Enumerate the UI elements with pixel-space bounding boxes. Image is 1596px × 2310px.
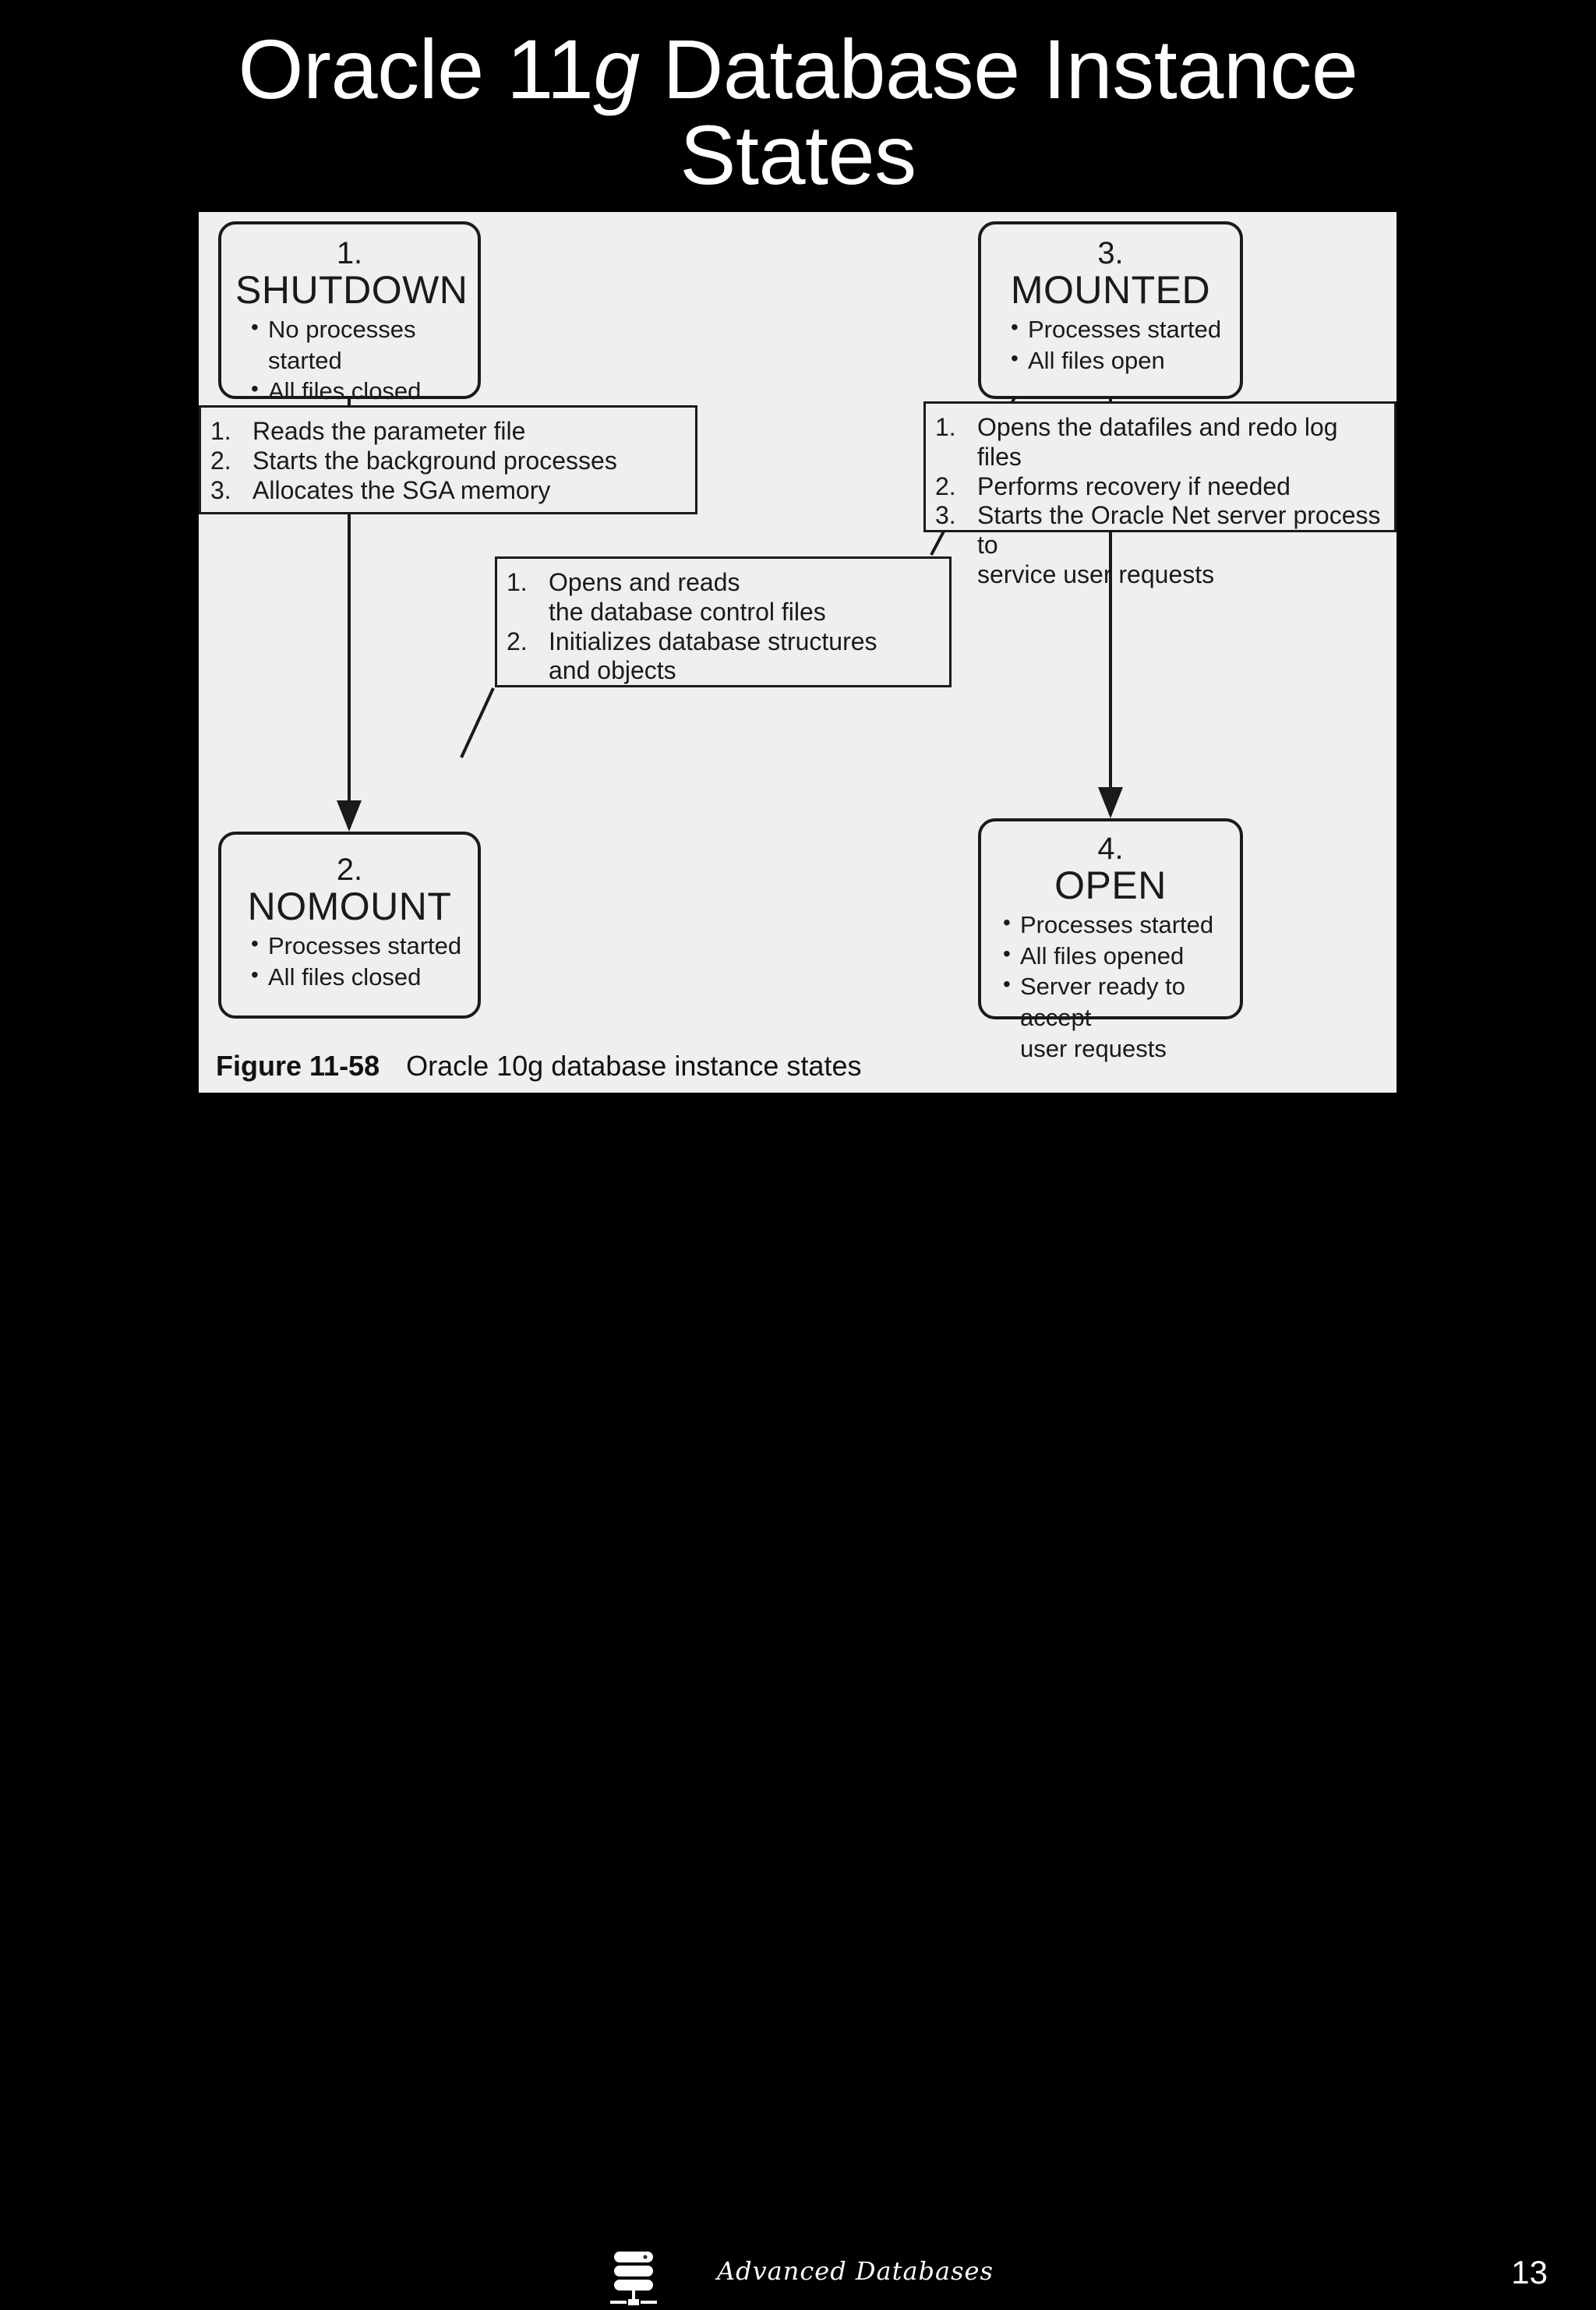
note-item-number: 3. bbox=[210, 475, 231, 504]
figure-panel: 1. SHUTDOWN No processes started All fil… bbox=[199, 212, 1396, 1093]
note-item-number: 2. bbox=[210, 446, 231, 475]
note-item-text: and objects bbox=[549, 656, 676, 685]
note-item: 3. Starts the Oracle Net server process … bbox=[935, 501, 1383, 560]
note-item-number: 1. bbox=[507, 568, 528, 596]
state-name: MOUNTED bbox=[1010, 268, 1211, 313]
state-bullet: All files open bbox=[1008, 344, 1226, 376]
state-number: 1. bbox=[336, 236, 363, 270]
note-item: 1. Reads the parameter file bbox=[210, 417, 684, 447]
note-list: 1. Opens the datafiles and redo log file… bbox=[935, 413, 1383, 590]
note-list: 1. Reads the parameter file 2. Starts th… bbox=[210, 417, 684, 505]
note-item-number: 1. bbox=[935, 413, 956, 441]
diagram-area: 1. SHUTDOWN No processes started All fil… bbox=[199, 212, 1396, 1062]
note-item-text: Performs recovery if needed bbox=[977, 472, 1291, 500]
figure-caption: Figure 11-58 Oracle 10g database instanc… bbox=[199, 1040, 1396, 1093]
state-bullet: Processes started bbox=[1008, 313, 1226, 345]
arrow-nomount-to-mounted-lower bbox=[460, 687, 495, 758]
note-box-open-steps: 1. Opens the datafiles and redo log file… bbox=[923, 401, 1396, 588]
note-item-text: Opens and reads bbox=[549, 568, 740, 596]
state-bullet: All files closed bbox=[248, 375, 464, 407]
note-box-startup-steps: 1. Reads the parameter file 2. Starts th… bbox=[199, 405, 697, 514]
state-name: SHUTDOWN bbox=[235, 268, 468, 313]
state-bullet: Processes started bbox=[248, 930, 464, 962]
state-box-open[interactable]: 4. OPEN Processes started All files open… bbox=[978, 818, 1243, 1062]
state-name: NOMOUNT bbox=[247, 885, 452, 929]
state-bullet-list: No processes started All files closed bbox=[235, 313, 464, 407]
state-box-nomount[interactable]: 2. NOMOUNT Processes started All files c… bbox=[218, 832, 481, 1019]
note-item-text: Opens the datafiles and redo log files bbox=[977, 413, 1338, 471]
note-item-continuation: the database control files bbox=[507, 598, 938, 627]
title-text-italic: g bbox=[593, 22, 640, 116]
title-text-part2: Database Instance States bbox=[639, 22, 1358, 203]
title-text-part1: Oracle 11 bbox=[238, 22, 594, 116]
state-name: OPEN bbox=[1054, 864, 1167, 908]
note-item-text: service user requests bbox=[977, 560, 1215, 588]
slide-footer: Advanced Databases 13 bbox=[0, 1122, 1596, 2305]
note-box-mount-steps: 1. Opens and reads the database control … bbox=[495, 556, 952, 687]
database-server-icon bbox=[610, 2252, 657, 2305]
note-item: 2. Performs recovery if needed bbox=[935, 472, 1383, 502]
state-box-mounted[interactable]: 3. MOUNTED Processes started All files o… bbox=[978, 221, 1243, 399]
note-item-text: Initializes database structures bbox=[549, 627, 877, 655]
state-bullet-list: Processes started All files opened Serve… bbox=[994, 909, 1227, 1064]
figure-caption-label: Figure 11-58 bbox=[216, 1050, 380, 1082]
note-item-continuation: and objects bbox=[507, 656, 938, 686]
note-item-text: Reads the parameter file bbox=[252, 417, 526, 445]
note-list: 1. Opens and reads the database control … bbox=[507, 568, 938, 686]
note-item: 2. Starts the background processes bbox=[210, 447, 684, 476]
note-item-text: the database control files bbox=[549, 597, 826, 626]
state-bullet: Processes started bbox=[1000, 909, 1227, 941]
figure-caption-text: Oracle 10g database instance states bbox=[406, 1050, 862, 1082]
state-bullet-continuation: user requests bbox=[1020, 1034, 1167, 1062]
state-bullet: All files opened bbox=[1000, 940, 1227, 972]
state-bullet-list: Processes started All files closed bbox=[235, 930, 464, 993]
note-item-continuation: service user requests bbox=[935, 560, 1383, 590]
state-number: 3. bbox=[1097, 236, 1124, 270]
state-number: 4. bbox=[1097, 832, 1124, 866]
page-number: 13 bbox=[1511, 2254, 1548, 2291]
note-item: 1. Opens and reads bbox=[507, 568, 938, 598]
note-item-number: 3. bbox=[935, 501, 956, 530]
state-bullet: All files closed bbox=[248, 961, 464, 993]
slide-root: { "slide": { "title_part1": "Oracle 11",… bbox=[0, 0, 1596, 1197]
footer-label: Advanced Databases bbox=[717, 2256, 994, 2286]
note-item-text: Starts the Oracle Net server process to bbox=[977, 501, 1381, 559]
state-box-shutdown[interactable]: 1. SHUTDOWN No processes started All fil… bbox=[218, 221, 481, 404]
note-item: 1. Opens the datafiles and redo log file… bbox=[935, 413, 1383, 472]
slide-title: Oracle 11g Database Instance States bbox=[0, 26, 1596, 198]
note-item-number: 1. bbox=[210, 417, 231, 445]
note-item: 2. Initializes database structures bbox=[507, 627, 938, 657]
state-bullet: No processes started bbox=[248, 313, 464, 376]
state-number: 2. bbox=[336, 853, 363, 887]
note-item-number: 2. bbox=[507, 627, 528, 655]
note-item: 3. Allocates the SGA memory bbox=[210, 476, 684, 506]
note-item-number: 2. bbox=[935, 472, 956, 500]
note-item-text: Allocates the SGA memory bbox=[252, 475, 551, 504]
state-bullet: Server ready to accept bbox=[1000, 970, 1227, 1033]
state-bullet-list: Processes started All files open bbox=[995, 313, 1226, 376]
note-item-text: Starts the background processes bbox=[252, 446, 617, 475]
